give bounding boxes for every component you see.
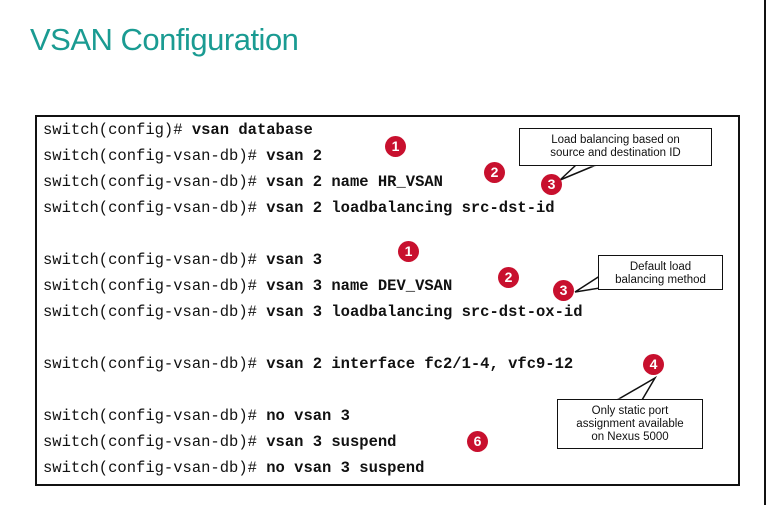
prompt: switch(config-vsan-db)# [43,173,267,191]
prompt: switch(config)# [43,121,192,139]
code-line: switch(config-vsan-db)# vsan 3 name DEV_… [43,277,452,295]
code-line: switch(config-vsan-db)# vsan 3 [43,251,322,269]
command: vsan 2 name HR_VSAN [266,173,443,191]
command: vsan 2 interface fc2/1-4, vfc9-12 [266,355,574,373]
callout-text: Load balancing based on [551,134,680,146]
step-badge: 2 [498,267,519,288]
callout-text: Default load [629,261,692,273]
prompt: switch(config-vsan-db)# [43,433,267,451]
command: vsan 3 name DEV_VSAN [266,277,453,295]
code-line: switch(config-vsan-db)# vsan 3 loadbalan… [43,303,583,321]
callout-text: assignment available [576,418,684,430]
callout-text: Only static port [591,405,669,417]
callout-load-balancing: Load balancing based on source and desti… [519,128,712,166]
prompt: switch(config-vsan-db)# [43,303,267,321]
prompt: switch(config-vsan-db)# [43,147,267,165]
command: vsan 3 [266,251,323,269]
prompt: switch(config-vsan-db)# [43,251,267,269]
prompt: switch(config-vsan-db)# [43,407,267,425]
command: vsan 3 loadbalancing src-dst-ox-id [266,303,583,321]
code-line: switch(config)# vsan database [43,121,313,139]
callout-text: on Nexus 5000 [591,431,669,443]
command: no vsan 3 suspend [266,459,425,477]
step-badge: 2 [484,162,505,183]
callout-text: source and destination ID [550,147,681,159]
command: vsan 2 [266,147,323,165]
step-badge: 1 [398,241,419,262]
prompt: switch(config-vsan-db)# [43,199,267,217]
code-line: switch(config-vsan-db)# vsan 2 name HR_V… [43,173,443,191]
prompt: switch(config-vsan-db)# [43,277,267,295]
code-line: switch(config-vsan-db)# vsan 2 [43,147,322,165]
callout-text: balancing method [615,274,706,286]
command: no vsan 3 [266,407,350,425]
step-badge: 6 [467,431,488,452]
step-badge: 1 [385,136,406,157]
code-line: switch(config-vsan-db)# vsan 2 loadbalan… [43,199,555,217]
prompt: switch(config-vsan-db)# [43,355,267,373]
command: vsan 3 suspend [266,433,397,451]
callout-static-assignment: Only static port assignment available on… [557,399,703,449]
callout-default-method: Default load balancing method [598,255,723,290]
step-badge: 3 [553,280,574,301]
code-line: switch(config-vsan-db)# no vsan 3 suspen… [43,459,424,477]
prompt: switch(config-vsan-db)# [43,459,267,477]
code-line: switch(config-vsan-db)# no vsan 3 [43,407,350,425]
code-line: switch(config-vsan-db)# vsan 3 suspend [43,433,396,451]
page-title: VSAN Configuration [30,22,299,57]
code-line: switch(config-vsan-db)# vsan 2 interface… [43,355,573,373]
step-badge: 4 [643,354,664,375]
slide-edge-line [764,0,766,505]
command: vsan 2 loadbalancing src-dst-id [266,199,555,217]
step-badge: 3 [541,174,562,195]
command: vsan database [191,121,313,139]
